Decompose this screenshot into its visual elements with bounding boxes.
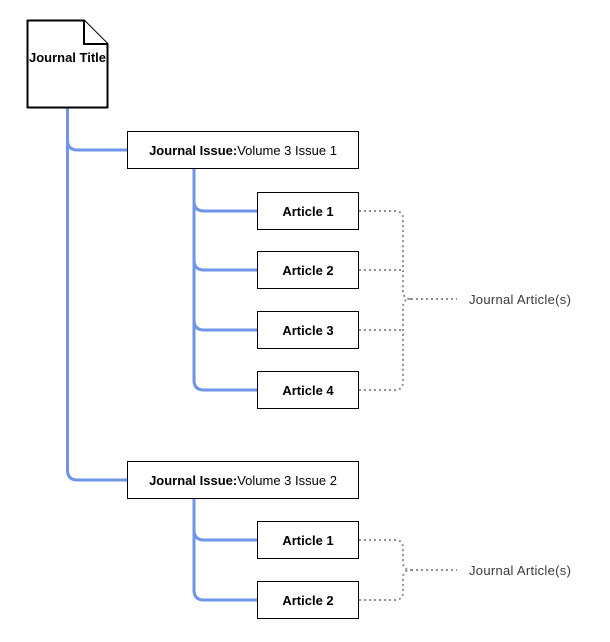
- connector-title-to-issue-1: [66, 139, 127, 152]
- issue-2-value: Volume 3 Issue 2: [237, 472, 337, 488]
- article-node: Article 1: [257, 192, 359, 230]
- connector-issue2-to-article-1: [192, 529, 257, 542]
- issue-1-prefix: Journal Issue:: [149, 142, 238, 158]
- dotted-article1-brace-top: [359, 210, 412, 300]
- journal-title-label: Journal Title: [28, 50, 107, 65]
- connector-issue1-to-article-2: [192, 259, 257, 272]
- dotted-s2-article2-brace-bottom: [359, 569, 412, 601]
- article-node: Article 4: [257, 371, 359, 409]
- issue-node-1: Journal Issue: Volume 3 Issue 1: [127, 131, 359, 169]
- document-icon: [26, 19, 109, 109]
- dotted-s2-article1-brace-top: [359, 539, 412, 571]
- issue-node-2: Journal Issue: Volume 3 Issue 2: [127, 461, 359, 499]
- group-label-issue-2: Journal Article(s): [469, 563, 572, 578]
- connector-issue1-to-article-4: [192, 169, 257, 392]
- issue-1-value: Volume 3 Issue 1: [237, 142, 337, 158]
- connector-title-to-issue-2: [66, 108, 127, 482]
- dotted-article4-brace-bottom: [359, 298, 412, 391]
- article-node: Article 2: [257, 581, 359, 619]
- article-node: Article 2: [257, 251, 359, 289]
- issue-2-prefix: Journal Issue:: [149, 472, 238, 488]
- article-node: Article 1: [257, 521, 359, 559]
- document-fold-corner: [83, 20, 108, 45]
- group-label-issue-1: Journal Article(s): [469, 292, 572, 307]
- article-node: Article 3: [257, 311, 359, 349]
- connector-issue2-to-article-2: [192, 499, 257, 602]
- connector-issue1-to-article-3: [192, 319, 257, 332]
- connector-issue1-to-article-1: [192, 200, 257, 213]
